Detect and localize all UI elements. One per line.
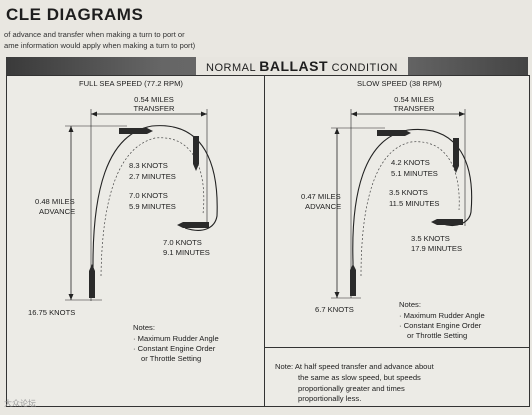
- subtitle-line-1: of advance and transfer when making a tu…: [4, 30, 185, 39]
- footnote-line-3: proportionally greater and times: [298, 384, 405, 393]
- left-advance-label: ADVANCE: [39, 207, 76, 216]
- left-transfer-miles: 0.54 MILES: [134, 95, 174, 104]
- right-start-speed: 6.7 KNOTS: [315, 305, 354, 314]
- left-pos2-speed: 7.0 KNOTS: [129, 191, 168, 200]
- right-transfer-miles: 0.54 MILES: [394, 95, 434, 104]
- right-advance-miles: 0.47 MILES: [301, 192, 341, 201]
- banner-label: NORMAL BALLAST CONDITION: [196, 57, 408, 75]
- full-speed-turn-diagram: [65, 109, 218, 301]
- banner-emphasis: BALLAST: [259, 58, 329, 74]
- right-note-2: · Constant Engine Order: [399, 321, 482, 330]
- left-pos3-time: 9.1 MINUTES: [163, 248, 210, 257]
- right-note-1: · Maximum Rudder Angle: [399, 311, 485, 320]
- condition-banner: NORMAL BALLAST CONDITION: [6, 57, 528, 75]
- right-pos2-speed: 3.5 KNOTS: [389, 188, 428, 197]
- left-pos2-time: 5.9 MINUTES: [129, 202, 176, 211]
- left-speed-label: FULL SEA SPEED (77.2 RPM): [79, 79, 183, 88]
- page-title: CLE DIAGRAMS: [6, 5, 144, 24]
- right-notes-title: Notes:: [399, 300, 421, 309]
- left-note-2b: or Throttle Setting: [141, 354, 202, 363]
- slow-speed-panel: SLOW SPEED (38 RPM) 0.54 MILES TRANSFER …: [264, 75, 530, 349]
- right-pos2-time: 11.5 MINUTES: [389, 199, 440, 208]
- right-pos3-time: 17.9 MINUTES: [411, 244, 463, 253]
- left-pos1-speed: 8.3 KNOTS: [129, 161, 168, 170]
- right-transfer-label: TRANSFER: [393, 104, 435, 113]
- ship-pos-1: [377, 130, 411, 136]
- footnote-line-1: Note: At half speed transfer and advance…: [275, 362, 434, 371]
- right-speed-label: SLOW SPEED (38 RPM): [357, 79, 442, 88]
- right-advance-label: ADVANCE: [305, 202, 342, 211]
- ship-start: [350, 264, 356, 296]
- right-pos1-time: 5.1 MINUTES: [391, 169, 438, 178]
- ship-pos-3: [177, 222, 209, 228]
- right-pos1-speed: 4.2 KNOTS: [391, 158, 430, 167]
- left-transfer-label: TRANSFER: [133, 104, 175, 113]
- left-advance-miles: 0.48 MILES: [35, 197, 75, 206]
- ship-pos-2: [453, 138, 459, 173]
- banner-prefix: NORMAL: [206, 62, 256, 74]
- right-pos3-speed: 3.5 KNOTS: [411, 234, 450, 243]
- left-note-2: · Constant Engine Order: [133, 344, 216, 353]
- ship-pos-2: [193, 136, 199, 171]
- banner-suffix: CONDITION: [331, 62, 398, 74]
- footnote-line-4: proportionally less.: [298, 394, 362, 403]
- ship-pos-3: [431, 219, 463, 225]
- left-note-1: · Maximum Rudder Angle: [133, 334, 219, 343]
- right-note-2b: or Throttle Setting: [407, 331, 468, 340]
- ship-start: [89, 264, 95, 298]
- left-start-speed: 16.75 KNOTS: [28, 308, 76, 317]
- left-pos3-speed: 7.0 KNOTS: [163, 238, 202, 247]
- full-speed-panel: FULL SEA SPEED (77.2 RPM) 0.54 MILES TRA…: [6, 75, 266, 407]
- left-notes-title: Notes:: [133, 323, 155, 332]
- watermark: 大众论坛: [4, 399, 36, 408]
- ship-pos-1: [119, 128, 153, 134]
- footnote-line-2: the same as slow speed, but speeds: [298, 373, 421, 382]
- footnote-panel: Note: At half speed transfer and advance…: [264, 347, 530, 407]
- left-pos1-time: 2.7 MINUTES: [129, 172, 176, 181]
- slow-speed-turn-diagram: [331, 109, 473, 299]
- subtitle-line-2: ame information would apply when making …: [4, 41, 196, 50]
